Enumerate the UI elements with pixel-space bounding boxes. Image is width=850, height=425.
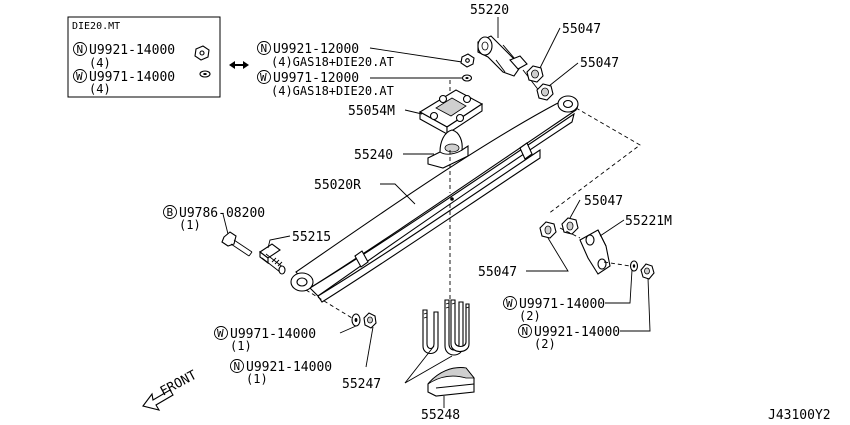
label-55047-rear-upper: 55047 [584, 194, 623, 209]
note-nut-symbol: N [261, 42, 268, 55]
shackle-nut-upper [526, 65, 544, 83]
label-55215: 55215 [292, 230, 331, 245]
label-55047-rear-lower: 55047 [478, 265, 517, 280]
callout-bolt-part: U9786-08200 [179, 206, 265, 221]
label-55047-upper: 55047 [562, 22, 601, 37]
inset-nut-part: U9921-14000 [89, 43, 175, 58]
rear-washer [629, 260, 639, 272]
callout-bolt: B U9786-08200 (1) [163, 205, 265, 232]
inset-washer-qty: (4) [89, 82, 111, 96]
callout-washer-rear-symbol: W [506, 297, 513, 310]
front-bolt [221, 231, 253, 257]
part-labels: 55220 55047 55047 55054M 55240 55020R 55… [292, 3, 672, 423]
callout-nut-rear-qty: (2) [534, 337, 556, 351]
note-nut-part: U9921-12000 [273, 42, 359, 57]
shackle-nut-lower [536, 83, 554, 101]
callout-washer-front-part: U9971-14000 [230, 327, 316, 342]
u-bolts [422, 299, 470, 356]
front-nut [363, 312, 377, 329]
callout-nut-rear-part: U9921-14000 [534, 325, 620, 340]
spring-seat [418, 89, 484, 136]
note-washer-part: U9971-12000 [273, 71, 359, 86]
note-washer-qty: (4)GAS18+DIE20.AT [271, 84, 394, 98]
callout-nut-front-part: U9921-14000 [246, 360, 332, 375]
callout-nut-rear: N U9921-14000 (2) [518, 324, 620, 351]
rear-nut-lower [539, 221, 557, 239]
label-55248: 55248 [421, 408, 460, 423]
label-55240: 55240 [354, 148, 393, 163]
inset-washer-icon [199, 70, 211, 78]
inset-nut-icon [194, 45, 210, 61]
lower-spring-seat [427, 367, 475, 397]
callout-bolt-qty: (1) [179, 218, 201, 232]
assembly-lines [305, 80, 641, 319]
callout-washer-rear: W U9971-14000 (2) [503, 296, 605, 323]
callout-washer-front: W U9971-14000 (1) [214, 326, 316, 353]
callout-nut-rear-symbol: N [522, 325, 529, 338]
callout-washer-rear-part: U9971-14000 [519, 297, 605, 312]
label-55220: 55220 [470, 3, 509, 18]
inset-nut-symbol: N [77, 43, 84, 56]
callout-washer-front-symbol: W [217, 327, 224, 340]
front-label: FRONT [158, 368, 200, 400]
label-55247: 55247 [342, 377, 381, 392]
label-55020r: 55020R [314, 178, 361, 193]
label-55054m: 55054M [348, 104, 395, 119]
inset-nut-qty: (4) [89, 56, 111, 70]
callout-washer-front-qty: (1) [230, 339, 252, 353]
front-direction-arrow-icon: FRONT [142, 368, 200, 411]
note-washer-icon [461, 74, 473, 82]
inset-washer-part: U9971-14000 [89, 70, 175, 85]
front-pin [259, 243, 286, 275]
callout-washer-rear-qty: (2) [519, 309, 541, 323]
label-55047-lower: 55047 [580, 56, 619, 71]
diagram-code: J43100Y2 [768, 408, 831, 423]
note-nut-icon [460, 53, 475, 68]
front-washer [351, 313, 361, 327]
inset-washer-symbol: W [76, 70, 83, 83]
at-notes: N U9921-12000 (4)GAS18+DIE20.AT W U9971-… [257, 41, 475, 98]
bump-stopper [427, 129, 469, 169]
label-55221m: 55221M [625, 214, 672, 229]
inset-box: DIE20.MT N U9921-14000 (4) W U9971-14000… [67, 16, 221, 98]
note-washer-symbol: W [260, 71, 267, 84]
shackle-rear [579, 229, 611, 275]
callout-nut-front-symbol: N [234, 360, 241, 373]
leaf-spring [290, 95, 579, 303]
shackle-front [477, 35, 541, 93]
equivalence-arrow-icon [229, 61, 249, 69]
callout-nut-front: N U9921-14000 (1) [230, 359, 332, 386]
callout-bolt-symbol: B [167, 206, 174, 219]
rear-nut-small [640, 263, 655, 280]
callout-nut-front-qty: (1) [246, 372, 268, 386]
leader-lines [222, 17, 651, 408]
note-nut-qty: (4)GAS18+DIE20.AT [271, 55, 394, 69]
inset-title: DIE20.MT [72, 21, 120, 32]
rear-nut-upper [561, 217, 579, 235]
